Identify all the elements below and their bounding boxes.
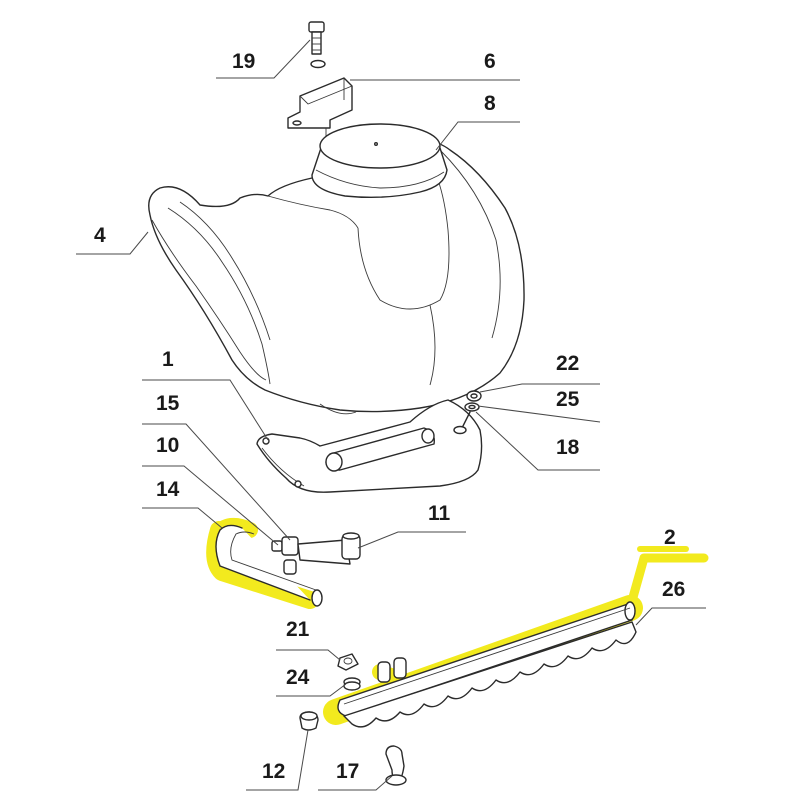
leader-2-highlight — [625, 553, 709, 613]
part-2-fuel-rail — [337, 601, 636, 717]
part-2-fittings — [377, 657, 407, 683]
callout-21: 21 — [286, 618, 310, 641]
leader-19 — [216, 39, 311, 79]
callout-24: 24 — [286, 666, 310, 689]
leader-4 — [76, 231, 149, 255]
part-14-hose — [215, 524, 323, 607]
leader-12 — [246, 729, 309, 791]
callout-1: 1 — [162, 348, 174, 371]
callout-6: 6 — [484, 50, 496, 73]
part-24-spring — [343, 677, 361, 691]
callout-labels: 19 6 8 4 1 22 25 15 18 10 14 11 2 26 21 … — [94, 50, 685, 783]
leader-15 — [142, 423, 291, 541]
callout-22: 22 — [556, 352, 579, 375]
leader-18 — [475, 411, 600, 471]
part-1-base-plate — [256, 399, 483, 493]
callout-10: 10 — [156, 434, 179, 457]
part-8-tank-cap — [311, 123, 448, 199]
callout-19: 19 — [232, 50, 255, 73]
callout-25: 25 — [556, 388, 580, 411]
callout-26: 26 — [662, 578, 685, 601]
part-19-bolt — [308, 21, 325, 55]
leader-lines — [76, 39, 706, 791]
callout-18: 18 — [556, 436, 580, 459]
leader-11 — [357, 531, 466, 549]
part-4-fuel-tank — [148, 135, 525, 415]
part-11-valve — [297, 532, 361, 565]
part-19-washer — [310, 59, 326, 69]
leader-10 — [142, 465, 279, 546]
callout-4: 4 — [94, 224, 106, 247]
leader-22 — [479, 383, 600, 393]
part-21-nut — [337, 653, 359, 671]
callout-12: 12 — [262, 760, 285, 783]
leader-21 — [276, 649, 341, 661]
leader-17 — [318, 775, 393, 791]
part-12-plug — [299, 711, 319, 731]
leader-24 — [276, 683, 347, 697]
callout-17: 17 — [336, 760, 359, 783]
part-22-nut — [466, 390, 482, 402]
callout-2: 2 — [664, 526, 676, 549]
part-25-washer — [464, 402, 480, 412]
leader-25 — [477, 405, 601, 423]
part-18-stud — [453, 411, 471, 435]
part-6-bracket — [287, 77, 353, 138]
callout-8: 8 — [484, 92, 496, 115]
part-10-connector — [271, 536, 299, 575]
leader-8 — [435, 121, 520, 151]
leader-26 — [635, 607, 706, 626]
leader-1 — [142, 379, 269, 441]
callout-15: 15 — [156, 392, 180, 415]
callout-14: 14 — [156, 478, 180, 501]
callout-11: 11 — [428, 502, 451, 525]
leader-14 — [142, 507, 223, 529]
part-26-clamp-strip — [343, 621, 637, 728]
